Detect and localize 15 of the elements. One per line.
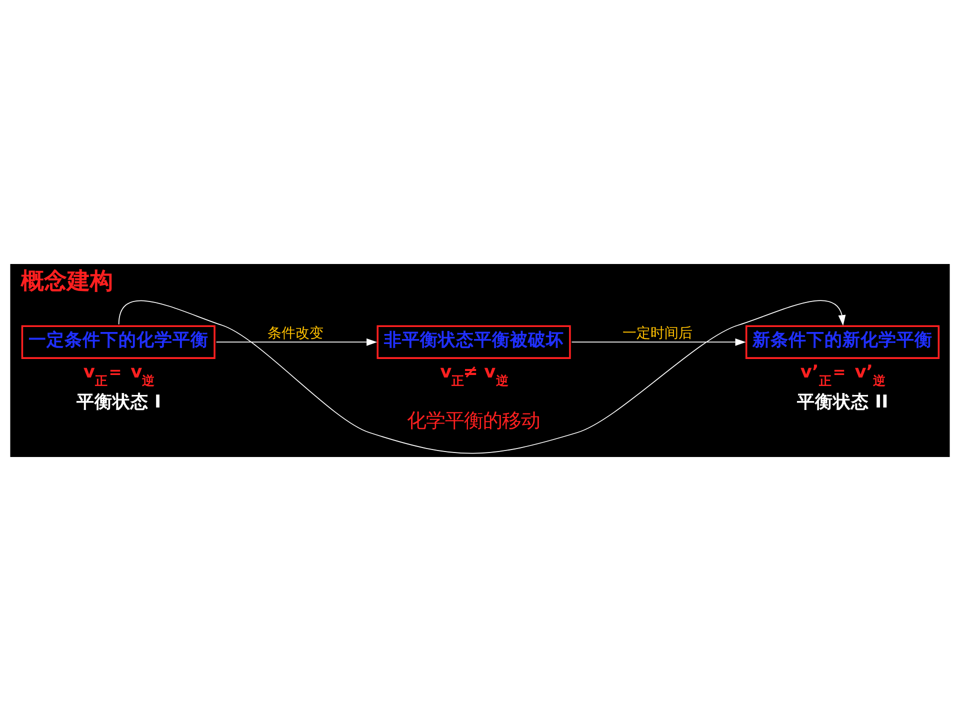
node-label: v’$_{正}$＝ v’$_{逆}$ xyxy=(800,362,886,388)
arrow xyxy=(571,338,746,346)
diagram-title: 概念建构 xyxy=(20,268,113,294)
node-label: 平衡状态 I xyxy=(76,392,162,412)
node-box: 一定条件下的化学平衡 xyxy=(21,324,216,358)
edge-label: 化学平衡的移动 xyxy=(406,408,540,432)
edge-label: 一定时间后 xyxy=(622,324,693,341)
arrow xyxy=(216,338,378,346)
node-box: 新条件下的新化学平衡 xyxy=(745,324,940,358)
arrow xyxy=(118,300,846,454)
node-label: 平衡状态 II xyxy=(796,392,888,412)
node-box: 非平衡状态平衡被破坏 xyxy=(376,324,571,358)
node-label: v$_{正}$≠ v$_{逆}$ xyxy=(440,362,508,388)
edge-label: 条件改变 xyxy=(268,324,324,341)
node-label: v$_{正}$＝ v$_{逆}$ xyxy=(83,362,154,388)
